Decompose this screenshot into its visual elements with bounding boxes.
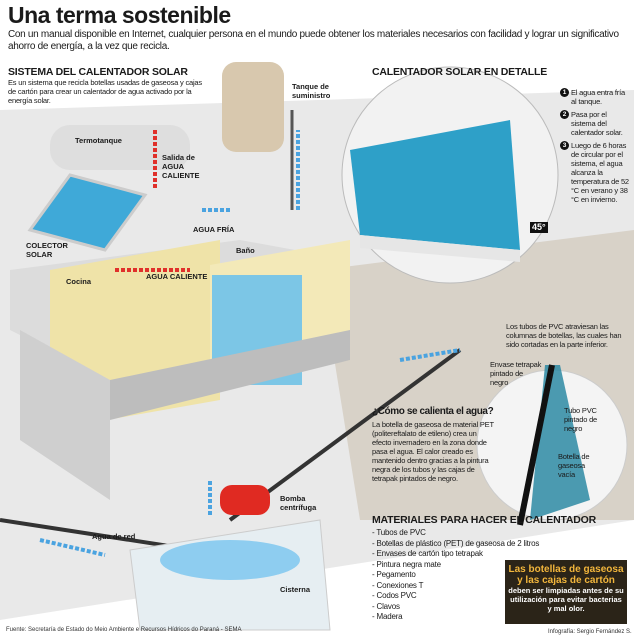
material-item: - Envases de cartón tipo tetrapak (372, 549, 483, 558)
label-collector: COLECTOR SOLAR (26, 241, 68, 259)
step-text: Luego de 6 horas de circular por el sist… (571, 141, 629, 204)
material-item: - Pegamento (372, 570, 416, 579)
source: Fuente: Secretaría de Estado do Meio Amb… (6, 627, 242, 633)
detail-heading: CALENTADOR SOLAR EN DETALLE (372, 66, 548, 78)
how-heading: ¿Cómo se calienta el agua? (372, 406, 494, 417)
note-title: Las botellas de gaseosa y las cajas de c… (508, 564, 624, 586)
label-hot-outlet-1: Salida de (162, 153, 195, 162)
label-pump: Bomba centrífuga (280, 494, 317, 512)
system-description: Es un sistema que recicla botellas usada… (8, 78, 202, 105)
bottle-intro: Los tubos de PVC atraviesan las columnas… (506, 322, 622, 349)
material-item: - Conexiones T (372, 580, 424, 590)
material-item: - Pintura negra mate (372, 559, 441, 569)
label-hot-water: AGUA CALIENTE (146, 272, 208, 281)
label-hot-outlet-2: AGUA CALIENTE (162, 162, 200, 180)
material-item: - Codos PVC (372, 591, 417, 600)
material-item: - Madera (372, 612, 403, 621)
material-item: - Botellas de plástico (PET) de gaseosa … (372, 538, 540, 548)
label-bathroom: Baño (236, 246, 255, 255)
system-heading: SISTEMA DEL CALENTADOR SOLAR (8, 66, 188, 78)
step-number: 1 (560, 88, 569, 97)
how-text: La botella de gaseosa de material PET (p… (372, 420, 494, 483)
label-mains-water: Agua de red (92, 532, 136, 541)
label-cold-water: AGUA FRÍA (193, 225, 235, 234)
label-pvc: Tubo PVC pintado de negro (564, 406, 598, 433)
label-tetrapak: Envase tetrapak pintado de negro (490, 360, 542, 387)
note-text: deben ser limpiadas antes de su utilizac… (508, 586, 624, 613)
step-number: 3 (560, 141, 569, 150)
label-tank: Tanque de suministro (292, 82, 331, 100)
step-number: 2 (560, 110, 569, 119)
label-thermotank: Termotanque (75, 136, 122, 145)
label-kitchen: Cocina (66, 277, 92, 286)
materials-list: - Tubos de PVC - Botellas de plástico (P… (372, 528, 539, 623)
material-item: - Clavos (372, 601, 400, 611)
label-cistern: Cisterna (280, 585, 311, 594)
page-title: Una terma sostenible (8, 2, 231, 28)
materials-heading: MATERIALES PARA HACER EL CALENTADOR (372, 514, 597, 526)
cleaning-note: Las botellas de gaseosa y las cajas de c… (505, 560, 627, 624)
material-item: - Tubos de PVC (372, 528, 426, 537)
angle-label: 45° (530, 222, 548, 233)
label-bottle: Botella de gaseosa vacía (558, 452, 590, 479)
subtitle: Con un manual disponible en Internet, cu… (8, 29, 619, 52)
credit: Infografía: Sergio Fernández S. (548, 629, 632, 635)
step-text: El agua entra fría al tanque. (571, 88, 625, 106)
step-text: Pasa por el sistema del calentador solar… (571, 110, 623, 137)
